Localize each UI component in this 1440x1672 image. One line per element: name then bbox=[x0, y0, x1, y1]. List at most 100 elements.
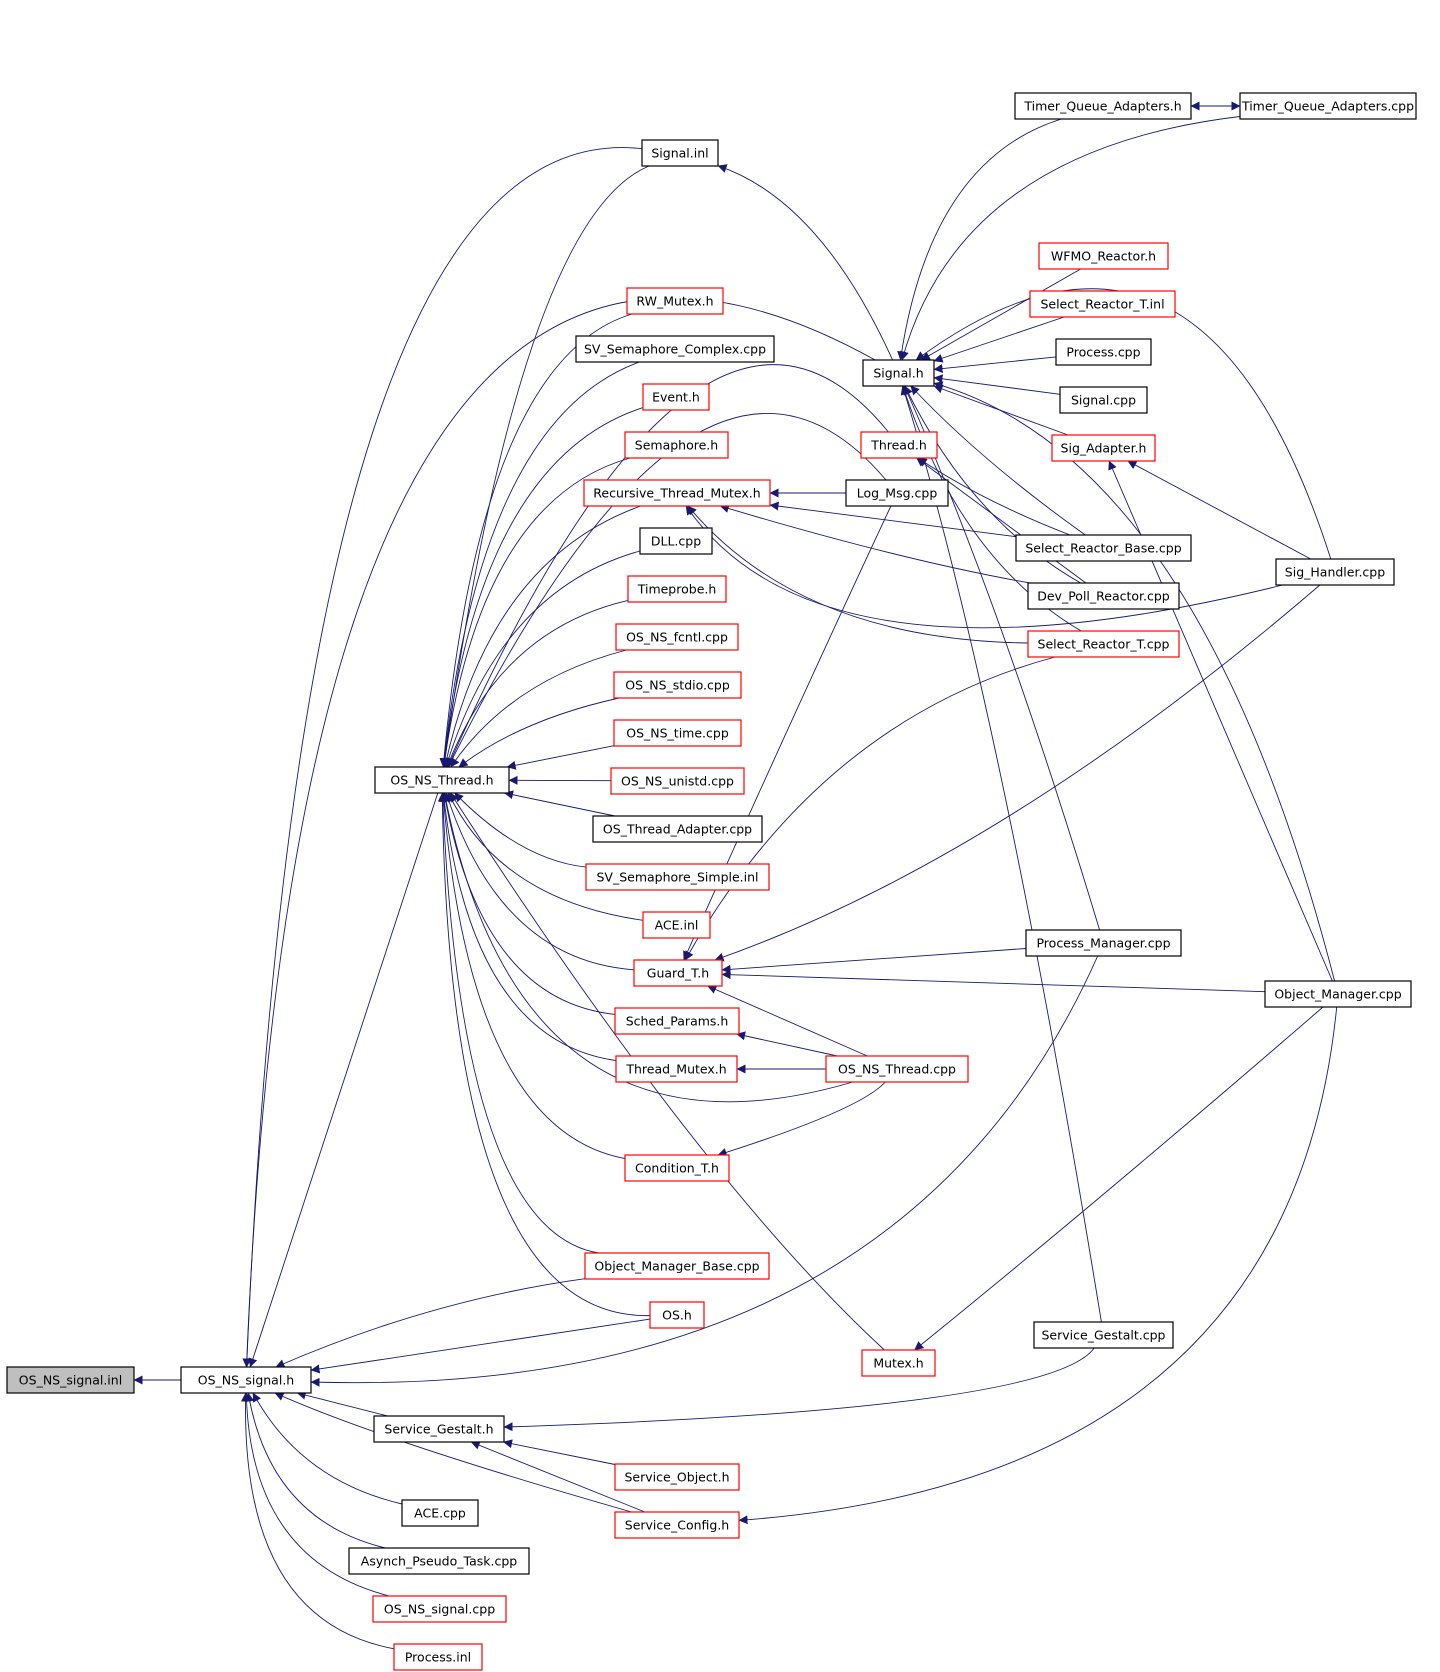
node-timeprobe-h[interactable]: Timeprobe.h bbox=[627, 575, 727, 603]
node-label: Service_Gestalt.cpp bbox=[1042, 1328, 1166, 1343]
node-signal-cpp[interactable]: Signal.cpp bbox=[1059, 386, 1148, 414]
node-sched-params-h[interactable]: Sched_Params.h bbox=[614, 1007, 740, 1035]
node-signal-h[interactable]: Signal.h bbox=[862, 359, 935, 387]
edge-thread_h-to-os_ns_thread_h bbox=[447, 364, 889, 768]
node-wfmo-reactor-h[interactable]: WFMO_Reactor.h bbox=[1038, 242, 1169, 270]
node-rw-mutex-h[interactable]: RW_Mutex.h bbox=[626, 287, 724, 315]
node-process-manager-cpp[interactable]: Process_Manager.cpp bbox=[1025, 929, 1182, 957]
node-box bbox=[1029, 290, 1176, 318]
node-service-config-h[interactable]: Service_Config.h bbox=[614, 1511, 740, 1539]
node-os-ns-signal-h[interactable]: OS_NS_signal.h bbox=[180, 1366, 312, 1394]
node-semaphore-h[interactable]: Semaphore.h bbox=[624, 431, 729, 459]
node-timer-queue-adapters-cpp[interactable]: Timer_Queue_Adapters.cpp bbox=[1239, 92, 1417, 120]
node-box bbox=[641, 139, 719, 167]
edge-process_manager_cpp-to-guard_t_h bbox=[721, 948, 1027, 974]
node-service-object-h[interactable]: Service_Object.h bbox=[614, 1463, 740, 1491]
node-label: Sched_Params.h bbox=[626, 1014, 729, 1029]
node-timer-queue-adapters-h[interactable]: Timer_Queue_Adapters.h bbox=[1014, 92, 1192, 120]
node-service-gestalt-h[interactable]: Service_Gestalt.h bbox=[373, 1415, 505, 1443]
edge-process_manager_cpp-to-os_ns_signal_h bbox=[310, 955, 1099, 1387]
node-service-gestalt-cpp[interactable]: Service_Gestalt.cpp bbox=[1033, 1321, 1174, 1349]
node-label: OS_NS_signal.cpp bbox=[384, 1602, 495, 1617]
node-label: Sig_Handler.cpp bbox=[1285, 565, 1385, 580]
node-label: Timer_Queue_Adapters.cpp bbox=[1241, 99, 1414, 114]
node-box bbox=[1014, 92, 1192, 120]
node-box bbox=[584, 1252, 770, 1280]
node-sig-adapter-h[interactable]: Sig_Adapter.h bbox=[1051, 434, 1156, 462]
node-label: Object_Manager_Base.cpp bbox=[594, 1259, 759, 1274]
edge-select_reactor_t_cpp-to-recursive_thread_mutex_h bbox=[687, 505, 1029, 644]
edge-os_h-to-os_ns_thread_h bbox=[437, 792, 651, 1317]
node-process-inl[interactable]: Process.inl bbox=[393, 1643, 483, 1671]
edge-process_inl-to-os_ns_signal_h bbox=[240, 1392, 395, 1650]
node-dll-cpp[interactable]: DLL.cpp bbox=[639, 527, 713, 555]
edge-os_h-to-os_ns_signal_h bbox=[310, 1318, 651, 1374]
node-label: Event.h bbox=[652, 390, 700, 405]
node-os-ns-thread-h[interactable]: OS_NS_Thread.h bbox=[374, 766, 510, 794]
node-os-ns-signal-inl[interactable]: OS_NS_signal.inl bbox=[6, 1366, 135, 1394]
node-box bbox=[649, 1301, 705, 1329]
node-dev-poll-reactor-cpp[interactable]: Dev_Poll_Reactor.cpp bbox=[1027, 582, 1180, 610]
node-label: ACE.cpp bbox=[414, 1506, 466, 1521]
node-object-manager-cpp[interactable]: Object_Manager.cpp bbox=[1264, 980, 1412, 1008]
node-label: Process.inl bbox=[405, 1650, 471, 1665]
edge-ace_inl-to-os_ns_thread_h bbox=[447, 792, 644, 921]
node-signal-inl[interactable]: Signal.inl bbox=[641, 139, 719, 167]
node-box bbox=[6, 1366, 135, 1394]
node-label: WFMO_Reactor.h bbox=[1051, 249, 1156, 264]
node-os-ns-time-cpp[interactable]: OS_NS_time.cpp bbox=[613, 719, 742, 747]
node-box bbox=[825, 1055, 969, 1083]
node-select-reactor-t-cpp[interactable]: Select_Reactor_T.cpp bbox=[1027, 630, 1180, 658]
node-box bbox=[615, 623, 739, 651]
edge-os_ns_fcntl_cpp-to-os_ns_thread_h bbox=[450, 649, 627, 768]
edge-sig_handler_cpp-to-guard_t_h bbox=[714, 584, 1321, 962]
node-thread-mutex-h[interactable]: Thread_Mutex.h bbox=[615, 1055, 738, 1083]
node-sv-semaphore-simple-inl[interactable]: SV_Semaphore_Simple.inl bbox=[585, 863, 770, 891]
node-sig-handler-cpp[interactable]: Sig_Handler.cpp bbox=[1275, 558, 1395, 586]
node-box bbox=[613, 719, 742, 747]
node-thread-h[interactable]: Thread.h bbox=[860, 431, 938, 459]
node-sv-semaphore-complex-cpp[interactable]: SV_Semaphore_Complex.cpp bbox=[575, 335, 775, 363]
node-box bbox=[642, 383, 710, 411]
node-os-thread-adapter-cpp[interactable]: OS_Thread_Adapter.cpp bbox=[592, 815, 763, 843]
node-label: Signal.cpp bbox=[1071, 393, 1136, 408]
edge-select_reactor_t_inl-to-signal_h bbox=[933, 316, 1065, 363]
node-label: Signal.inl bbox=[651, 146, 708, 161]
node-box bbox=[627, 575, 727, 603]
node-os-ns-thread-cpp[interactable]: OS_NS_Thread.cpp bbox=[825, 1055, 969, 1083]
node-box bbox=[633, 959, 723, 987]
node-box bbox=[374, 766, 510, 794]
node-log-msg-cpp[interactable]: Log_Msg.cpp bbox=[845, 479, 949, 507]
node-os-ns-stdio-cpp[interactable]: OS_NS_stdio.cpp bbox=[613, 671, 742, 699]
node-label: OS.h bbox=[662, 1308, 692, 1323]
node-process-cpp[interactable]: Process.cpp bbox=[1055, 338, 1152, 366]
node-box bbox=[614, 1511, 740, 1539]
node-condition-t-h[interactable]: Condition_T.h bbox=[624, 1154, 730, 1182]
node-select-reactor-base-cpp[interactable]: Select_Reactor_Base.cpp bbox=[1015, 534, 1192, 562]
node-asynch-pseudo-task-cpp[interactable]: Asynch_Pseudo_Task.cpp bbox=[348, 1547, 530, 1575]
node-box bbox=[624, 1154, 730, 1182]
node-os-ns-unistd-cpp[interactable]: OS_NS_unistd.cpp bbox=[610, 767, 745, 795]
node-label: Timeprobe.h bbox=[637, 582, 717, 597]
node-os-ns-signal-cpp[interactable]: OS_NS_signal.cpp bbox=[372, 1595, 507, 1623]
node-guard-t-h[interactable]: Guard_T.h bbox=[633, 959, 723, 987]
node-mutex-h[interactable]: Mutex.h bbox=[861, 1349, 936, 1377]
edge-os_ns_signal_cpp-to-os_ns_signal_h bbox=[241, 1392, 390, 1597]
node-box bbox=[373, 1415, 505, 1443]
node-os-h[interactable]: OS.h bbox=[649, 1301, 705, 1329]
node-os-ns-fcntl-cpp[interactable]: OS_NS_fcntl.cpp bbox=[615, 623, 739, 651]
node-object-manager-base-cpp[interactable]: Object_Manager_Base.cpp bbox=[584, 1252, 770, 1280]
node-recursive-thread-mutex-h[interactable]: Recursive_Thread_Mutex.h bbox=[583, 479, 771, 507]
edge-os_ns_thread_cpp-to-os_ns_thread_h bbox=[441, 792, 853, 1103]
node-ace-inl[interactable]: ACE.inl bbox=[642, 911, 711, 939]
edge-select_reactor_base_cpp-to-recursive_thread_mutex_h bbox=[769, 501, 1017, 538]
node-select-reactor-t-inl[interactable]: Select_Reactor_T.inl bbox=[1029, 290, 1176, 318]
node-event-h[interactable]: Event.h bbox=[642, 383, 710, 411]
edge-event_h-to-os_ns_thread_h bbox=[440, 407, 644, 768]
node-ace-cpp[interactable]: ACE.cpp bbox=[401, 1499, 479, 1527]
edge-os_ns_thread_h-to-os_ns_signal_h bbox=[248, 792, 439, 1368]
edge-guard_t_h-to-os_ns_thread_h bbox=[444, 792, 635, 971]
node-box bbox=[862, 359, 935, 387]
edge-service_object_h-to-service_gestalt_h bbox=[503, 1439, 616, 1465]
edge-timer_queue_adapters_h-to-signal_h bbox=[897, 118, 1062, 361]
